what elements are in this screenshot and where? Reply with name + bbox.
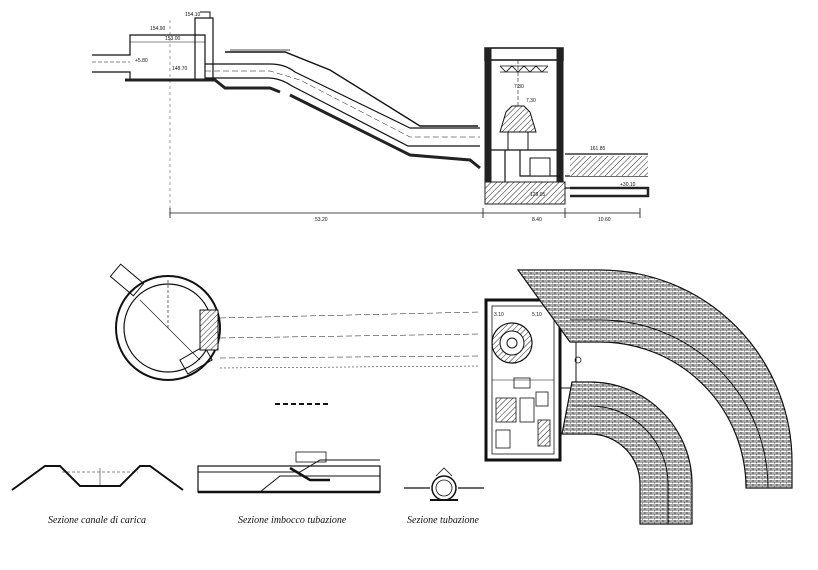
label-room-b: 5.10 <box>532 312 542 318</box>
caption-section-pipe: Sezione tubazione <box>407 515 479 526</box>
label-machine-b: 7.30 <box>526 98 536 104</box>
caption-section-canal: Sezione canale di carica <box>48 515 147 526</box>
section-intake <box>197 451 381 494</box>
label-tailrace-water: 129.05 <box>530 192 546 198</box>
plan-labels: 3.10 5.10 <box>494 312 542 318</box>
label-canal-water: 153.00 <box>165 36 181 42</box>
label-penstock-length: 53.20 <box>315 217 328 223</box>
label-machine-a: 7.30 <box>514 84 524 90</box>
caption-section-intake: Sezione imbocco tubazione <box>238 515 347 526</box>
label-tail-length: 10.60 <box>598 217 611 223</box>
label-room-a: 3.10 <box>494 312 504 318</box>
section-pipe <box>404 467 484 501</box>
label-forebay-bottom: 148.70 <box>172 66 188 72</box>
label-plant-width: 8.40 <box>532 217 542 223</box>
label-intake-left: +5.80 <box>135 58 148 64</box>
label-tailrace-right: +30.10 <box>620 182 636 188</box>
section-canal <box>11 465 184 491</box>
label-canal-top: 154.90 <box>150 26 166 32</box>
plan-view <box>109 263 793 525</box>
section-labels: 154.90 153.00 +5.80 154.10 148.70 161.85… <box>135 12 636 223</box>
label-tailrace-top: 161.85 <box>590 146 606 152</box>
label-intake-top: 154.10 <box>185 12 201 18</box>
longitudinal-section <box>92 11 650 218</box>
